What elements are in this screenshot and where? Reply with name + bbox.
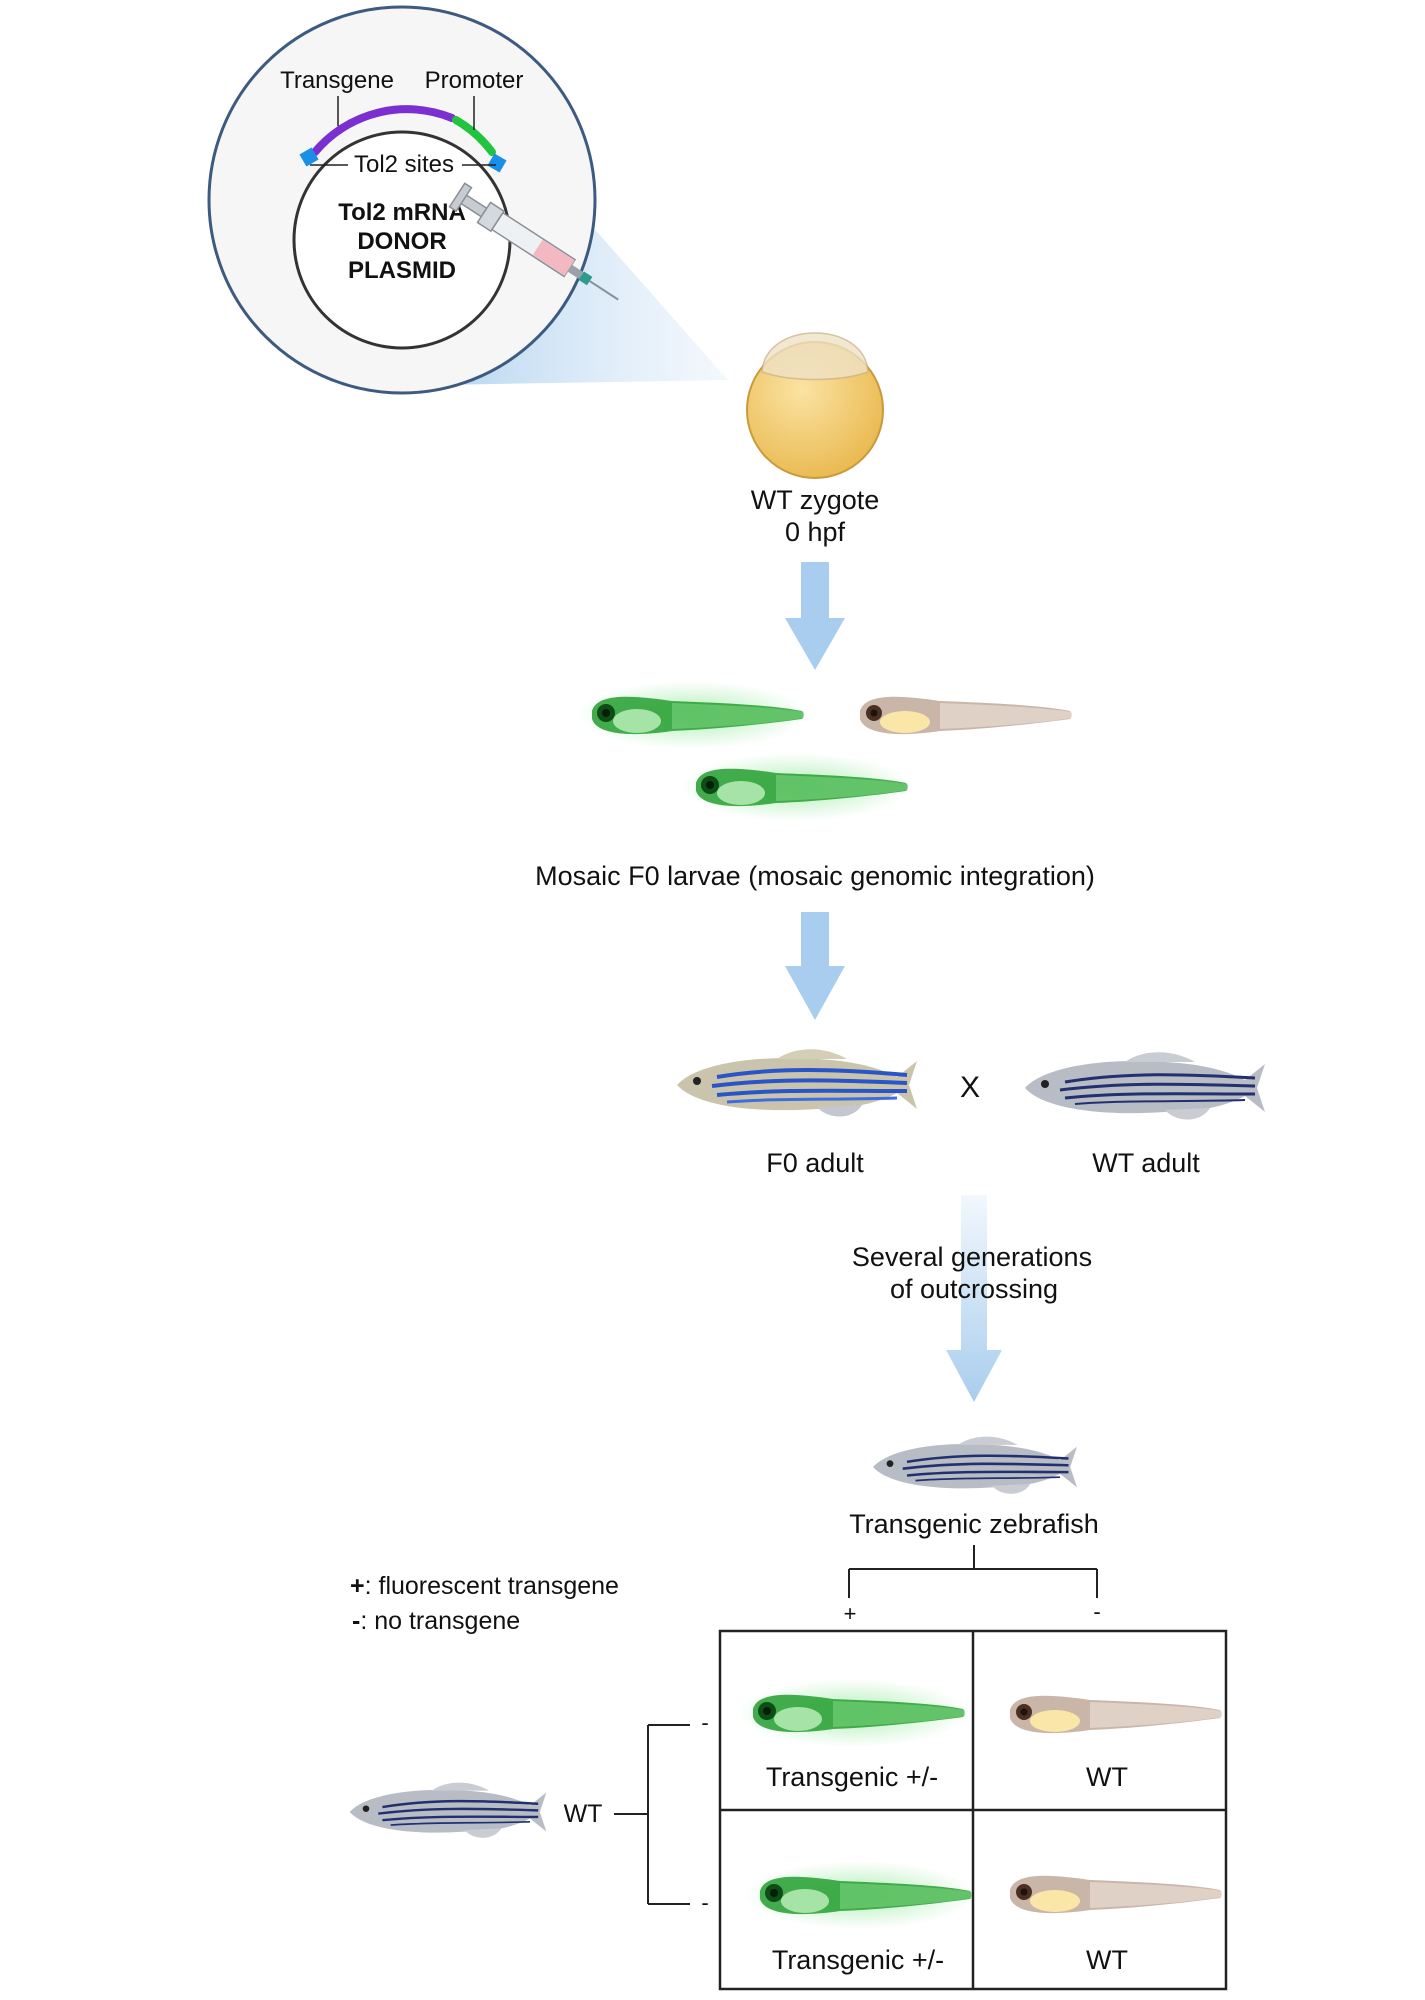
row1-minus-label: - [701, 1710, 708, 1735]
f0-adult-label: F0 adult [766, 1148, 864, 1178]
punnett-cell-tl-label: Transgenic +/- [766, 1762, 938, 1792]
zygote-icon [746, 332, 884, 479]
punnett-larva-tr [1010, 1695, 1222, 1734]
arrow-outcrossing [946, 1195, 1002, 1402]
legend-plus: +: fluorescent transgene [350, 1572, 619, 1600]
zygote-label-line1: WT zygote [751, 485, 880, 515]
punnett-grid [718, 1629, 1228, 1991]
column-bracket [848, 1545, 1098, 1598]
wt-parent-fish [348, 1781, 548, 1840]
punnett-larva-br [1010, 1875, 1222, 1914]
legend-plus-text: : fluorescent transgene [365, 1572, 619, 1600]
transgene-label: Transgene [280, 67, 394, 94]
row2-minus-label: - [701, 1890, 708, 1915]
row-bracket [614, 1724, 690, 1905]
outcross-label-line2: of outcrossing [890, 1274, 1058, 1304]
plasmid-center-line2: DONOR [357, 228, 446, 255]
legend-minus-text: : no transgene [360, 1607, 520, 1635]
column-plus-label: + [844, 1601, 857, 1626]
f0-adult-fish [675, 1047, 919, 1119]
outcross-label-line1: Several generations [852, 1242, 1092, 1272]
mosaic-larva-green-1 [577, 681, 807, 749]
wt-parent-label: WT [564, 1800, 603, 1828]
legend-minus-symbol: - [352, 1607, 360, 1635]
punnett-larva-bl [745, 1861, 975, 1929]
legend-minus: -: no transgene [352, 1607, 520, 1635]
transgene-segment [311, 105, 456, 156]
plasmid-center-line1: Tol2 mRNA [338, 199, 466, 226]
mosaic-larva-wt [860, 696, 1072, 735]
transgenic-zebrafish-icon [871, 1435, 1079, 1496]
arrow-larvae-to-adults [785, 912, 845, 1020]
promoter-segment [452, 116, 496, 156]
mosaic-larva-green-2 [681, 753, 911, 821]
tol2-sites-label: Tol2 sites [354, 151, 454, 178]
wt-adult-fish [1023, 1050, 1267, 1121]
arrow-zygote-to-larvae [785, 562, 845, 670]
punnett-cell-tr-label: WT [1086, 1762, 1128, 1792]
plasmid-center-line3: PLASMID [348, 257, 456, 284]
promoter-label: Promoter [425, 67, 524, 94]
punnett-cell-bl-label: Transgenic +/- [772, 1945, 944, 1975]
wt-adult-label: WT adult [1092, 1148, 1200, 1178]
transgenic-zebrafish-label: Transgenic zebrafish [849, 1509, 1099, 1539]
legend-plus-symbol: + [350, 1572, 365, 1600]
syringe-icon [448, 182, 619, 301]
punnett-cell-br-label: WT [1086, 1945, 1128, 1975]
cross-operator: X [960, 1071, 980, 1104]
tol2-site-left [299, 147, 319, 167]
punnett-larva-tl [738, 1679, 968, 1747]
zygote-label-line2: 0 hpf [785, 517, 846, 547]
column-minus-label: - [1093, 1599, 1100, 1624]
tol2-site-right [487, 153, 507, 173]
larvae-caption: Mosaic F0 larvae (mosaic genomic integra… [535, 861, 1095, 891]
